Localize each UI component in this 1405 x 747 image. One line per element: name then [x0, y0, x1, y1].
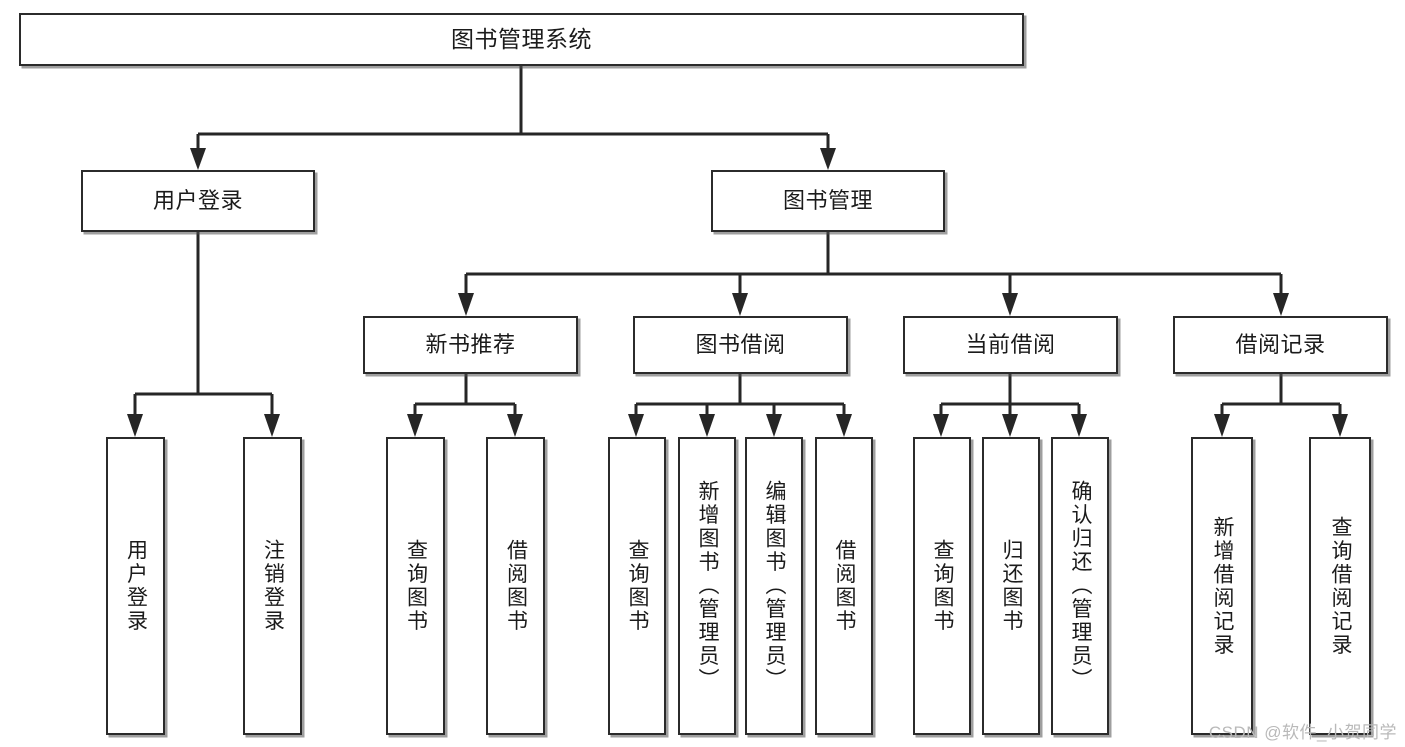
node-book-borrowing[interactable]: 图书借阅: [633, 316, 848, 374]
connector-borrowrecord-to-leaves: [1214, 374, 1348, 437]
node-label: 编辑图书（管理员）: [763, 480, 787, 692]
node-label: 借阅图书: [504, 539, 528, 633]
node-label: 当前借阅: [965, 332, 1056, 358]
leaf-book-borrow-borrow-books[interactable]: 借阅图书: [815, 437, 873, 735]
leaf-book-borrow-add-book-admin[interactable]: 新增图书（管理员）: [678, 437, 736, 735]
node-label: 图书借阅: [695, 332, 786, 358]
leaf-user-login-login[interactable]: 用户登录: [106, 437, 165, 735]
node-new-book-recommendation[interactable]: 新书推荐: [363, 316, 578, 374]
leaf-book-borrow-query-books[interactable]: 查询图书: [608, 437, 666, 735]
node-label: 图书管理: [782, 188, 873, 214]
leaf-book-borrow-edit-book-admin[interactable]: 编辑图书（管理员）: [745, 437, 803, 735]
connector-bookmgmt-to-level3: [458, 232, 1289, 316]
node-book-management[interactable]: 图书管理: [711, 170, 945, 232]
node-root-book-management-system[interactable]: 图书管理系统: [19, 13, 1024, 66]
leaf-current-borrow-confirm-return-admin[interactable]: 确认归还（管理员）: [1051, 437, 1109, 735]
connector-bookborrow-to-leaves: [628, 374, 852, 437]
node-label: 确认归还（管理员）: [1069, 480, 1093, 692]
node-label: 查询图书: [931, 539, 955, 633]
node-current-borrowing[interactable]: 当前借阅: [903, 316, 1118, 374]
node-user-login[interactable]: 用户登录: [81, 170, 315, 232]
node-label: 查询图书: [404, 539, 428, 633]
node-label: 借阅图书: [833, 539, 857, 633]
leaf-current-borrow-return-books[interactable]: 归还图书: [982, 437, 1040, 735]
node-label: 查询借阅记录: [1329, 515, 1353, 657]
node-label: 借阅记录: [1235, 332, 1326, 358]
node-label: 新增借阅记录: [1211, 515, 1235, 657]
leaf-borrow-record-add-record[interactable]: 新增借阅记录: [1191, 437, 1253, 735]
node-label: 用户登录: [152, 188, 243, 214]
connector-root-to-level2: [190, 66, 836, 170]
connector-currentborrow-to-leaves: [933, 374, 1087, 437]
connector-newbook-to-leaves: [407, 374, 523, 437]
node-label: 用户登录: [124, 539, 148, 633]
leaf-new-book-query-books[interactable]: 查询图书: [386, 437, 445, 735]
connector-userlogin-to-leaves: [127, 232, 280, 437]
node-label: 新书推荐: [425, 332, 516, 358]
node-label: 新增图书（管理员）: [696, 480, 720, 692]
node-label: 图书管理系统: [451, 25, 592, 52]
leaf-current-borrow-query-books[interactable]: 查询图书: [913, 437, 971, 735]
node-label: 查询图书: [626, 539, 650, 633]
node-borrowing-record[interactable]: 借阅记录: [1173, 316, 1388, 374]
node-label: 注销登录: [261, 539, 285, 633]
leaf-new-book-borrow-books[interactable]: 借阅图书: [486, 437, 545, 735]
node-label: 归还图书: [1000, 539, 1024, 633]
leaf-user-login-logout[interactable]: 注销登录: [243, 437, 302, 735]
leaf-borrow-record-query-record[interactable]: 查询借阅记录: [1309, 437, 1371, 735]
